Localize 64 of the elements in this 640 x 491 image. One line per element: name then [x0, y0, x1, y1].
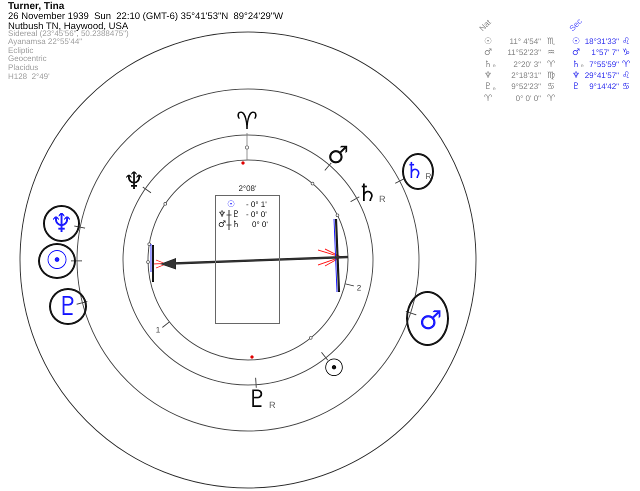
sign-symbol: ♋	[622, 82, 630, 92]
planet-symbol: ♇	[232, 210, 240, 220]
planet-circle	[49, 288, 87, 325]
planet-symbol: ♆	[123, 169, 145, 193]
planet-circle	[38, 243, 76, 279]
chart-setting-text: Geocentric	[8, 54, 47, 64]
planet-symbol: ♄	[232, 220, 240, 230]
column-header: Nat	[478, 18, 493, 33]
body-symbol: ☉	[484, 37, 492, 47]
orb-value: - 0° 0'	[246, 210, 267, 220]
aspect-grid-box	[215, 184, 280, 324]
planet-symbol: ♂	[327, 143, 349, 167]
sign-symbol: ♌	[622, 37, 630, 47]
chart-setting-text: Placidus	[8, 62, 38, 72]
planet-symbol: ☉	[226, 200, 236, 210]
body-symbol: ♈	[484, 94, 492, 104]
degree-value: 2°18'31"	[511, 70, 541, 81]
sign-symbol: ♒	[547, 48, 556, 58]
degree-value: 0° 0' 0"	[516, 94, 541, 104]
orb-label: 2°08'	[238, 184, 257, 194]
chart-setting-text: H128 2°49'	[8, 72, 50, 80]
planet-circle	[406, 291, 449, 346]
degree-value: 11° 4'54"	[510, 37, 541, 47]
planet-circle	[43, 205, 80, 242]
sign-symbol: ♋	[547, 82, 556, 92]
body-symbol: ♂	[484, 48, 492, 58]
sign-symbol: ♍	[547, 70, 556, 81]
sign-symbol: ♈	[547, 60, 556, 70]
orb-value: - 0° 1'	[246, 200, 267, 210]
degree-value: 29°41'57"	[584, 70, 619, 81]
sign-symbol: ♈	[547, 94, 556, 104]
planet-symbol: ♂	[218, 220, 226, 230]
planet-symbol: ☉	[45, 248, 69, 274]
sign-symbol: ♌	[622, 70, 630, 81]
birth-data-text: 26 November 1939 Sun 22:10 (GMT-6) 35°41'53"N 89°24'29"W	[8, 11, 284, 22]
zodiac-symbol: ♈	[236, 109, 258, 133]
planet-symbol: ♆	[218, 210, 226, 220]
sign-symbol: ♈	[622, 60, 630, 70]
house-number: 1	[156, 326, 160, 334]
body-symbol: ♂	[572, 48, 580, 58]
degree-value: 2°20' 3"	[513, 60, 541, 70]
body-symbol: ♆	[572, 70, 580, 81]
body-symbol: ♆	[484, 70, 492, 81]
degree-value: 1°57' 7"	[591, 48, 619, 58]
chart-title: Turner, Tina	[8, 1, 64, 12]
column-header: Sec	[568, 16, 584, 33]
degree-value: 18°31'33"	[584, 37, 619, 47]
sign-symbol: ♏	[547, 37, 556, 47]
degree-value: 9°14'42"	[589, 82, 619, 92]
degree-value: 9°52'23"	[511, 82, 541, 92]
planet-symbol: ♆	[50, 210, 74, 236]
body-symbol: ☉	[572, 37, 580, 47]
planet-symbol: ♇	[56, 294, 80, 320]
orb-value: 0° 0'	[252, 220, 268, 230]
degree-value: 11°52'23"	[507, 48, 541, 58]
house-number: 2	[356, 284, 362, 292]
sign-symbol: ♑	[622, 48, 630, 58]
planet-symbol: ☉	[323, 356, 345, 380]
degree-value: 7°55'59"	[589, 60, 619, 70]
body-symbol: ♇	[572, 82, 580, 92]
chart-setting-text: Ecliptic	[8, 46, 34, 55]
planet-circle	[402, 153, 434, 190]
chart-setting-text: Ayanamsa 22°55'44"	[8, 37, 82, 46]
planet-symbol: ♂	[418, 308, 442, 334]
